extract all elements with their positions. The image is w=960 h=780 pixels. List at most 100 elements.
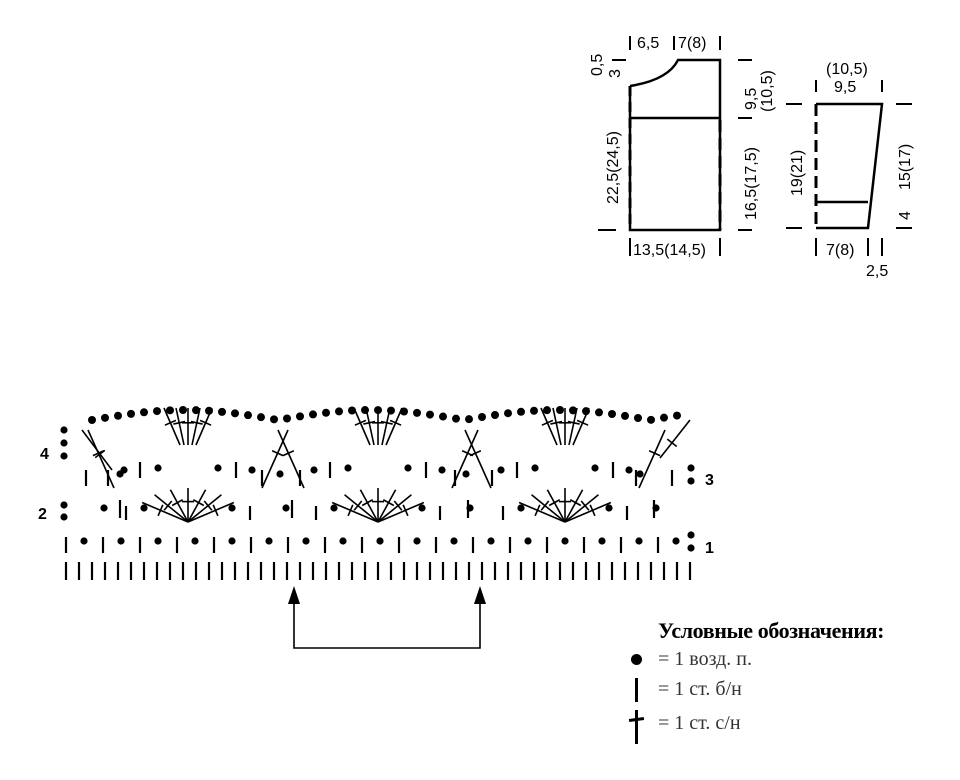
chain-stitch [60,501,68,509]
body-dim-right-3: 16,5(17,5) [743,147,760,220]
chain-stitch [465,415,473,424]
chain-stitch [517,504,525,512]
row-number-2: 2 [38,506,47,523]
chain-stitch [127,409,135,418]
body-dim-right-1: 9,5 [743,88,760,110]
chain-stitch [561,537,569,545]
legend-item-dc: = 1 ст. с/н [624,704,954,744]
double-crochet-stitch [261,429,289,489]
chain-stitch [192,406,200,415]
sleeve-dim-right-1: 15(17) [897,144,914,190]
chain-stitch [309,410,317,419]
sleeve-dim-top-2: 9,5 [834,79,856,96]
double-crochet-crossbar [567,420,580,425]
chain-stitch [361,406,369,415]
double-crochet-crossbar [469,450,482,457]
repeat-arrow-left [288,586,300,604]
chain-stitch [598,537,606,545]
double-crochet-crossbar [666,438,678,448]
double-crochet-stitch [81,429,113,471]
chain-stitch [660,413,668,422]
double-crochet-crossbar [212,504,219,517]
double-crochet-crossbar [648,450,661,457]
double-crochet-stitch [163,407,181,446]
repeat-bracket [293,602,481,649]
chain-stitch [504,409,512,418]
double-crochet-crossbar [199,419,212,426]
chain-stitch [687,544,695,552]
chain-stitch [330,504,338,512]
sleeve-dim-bottom-1: 7(8) [826,242,854,259]
chain-stitch [339,537,347,545]
double-crochet-crossbar [576,419,589,426]
sleeve-dim-top-1: (10,5) [826,61,868,78]
double-crochet-stitch [141,501,189,523]
double-crochet-crossbar [393,500,403,511]
chain-stitch [140,408,148,417]
double-crochet-crossbar [363,420,376,425]
chain-stitch [647,415,655,424]
legend-label-chain: = 1 возд. п. [658,647,753,670]
chain-stitch [228,504,236,512]
chain-stitch [524,537,532,545]
chain-stitch [296,412,304,421]
double-crochet-stitch [87,429,115,489]
sleeve-dim-right-2: 4 [897,211,914,220]
chain-stitch [154,537,162,545]
body-dim-top-1: 6,5 [637,35,659,52]
chain-stitch [257,413,265,422]
double-crochet-stitch [359,489,379,523]
chain-stitch [543,406,551,415]
chain-stitch [88,416,96,424]
chain-stitch [116,470,124,478]
chain-stitch [530,406,538,415]
chain-stitch [591,464,599,472]
double-crochet-crossbar [534,504,541,517]
chain-stitch [191,537,199,545]
sleeve-dim-bottom-2: 2,5 [866,263,888,280]
double-crochet-crossbar [540,500,550,511]
body-dim-left-1: 0,5 [589,54,606,76]
chain-stitch [636,470,644,478]
chain-stitch [205,406,213,415]
double-crochet-stitch [518,501,566,523]
double-crochet-stitch [540,407,558,446]
double-crochet-crossbar [589,504,596,517]
double-crochet-crossbar [569,499,582,507]
chain-stitch [348,406,356,415]
chain-stitch [556,406,564,415]
double-crochet-stitch [564,494,599,523]
double-crochet-stitch [377,501,425,523]
body-dim-left-3: 22,5(24,5) [605,131,622,204]
chain-stitch [374,406,382,415]
chain-stitch [497,466,505,474]
legend-label-dc: = 1 ст. с/н [658,711,741,734]
chain-stitch [166,406,174,415]
double-crochet-stitch [377,489,397,523]
legend-item-sc: = 1 ст. б/н [624,674,954,704]
double-crochet-crossbar [347,504,354,517]
double-crochet-stitch [638,429,666,489]
double-crochet-crossbar [282,450,295,457]
double-crochet-stitch [531,494,566,523]
double-crochet-crossbar [353,500,363,511]
repeat-arrow-right [474,586,486,604]
chain-stitch [179,406,187,415]
chain-stitch [531,464,539,472]
double-crochet-stitch [187,489,207,523]
chain-stitch [462,470,470,478]
double-crochet-stitch [546,489,566,523]
double-crochet-crossbar [173,420,186,425]
legend-label-sc: = 1 ст. б/н [658,677,742,700]
chain-stitch [302,537,310,545]
chain-stitch [438,466,446,474]
row-number-4: 4 [40,446,49,463]
chain-stitch [140,504,148,512]
chain-stitch [117,537,125,545]
double-crochet-crossbar [190,420,203,425]
chain-stitch [387,406,395,415]
body-outline [628,58,722,232]
double-crochet-crossbar [171,499,184,507]
single-crochet-bar-icon [624,674,654,704]
